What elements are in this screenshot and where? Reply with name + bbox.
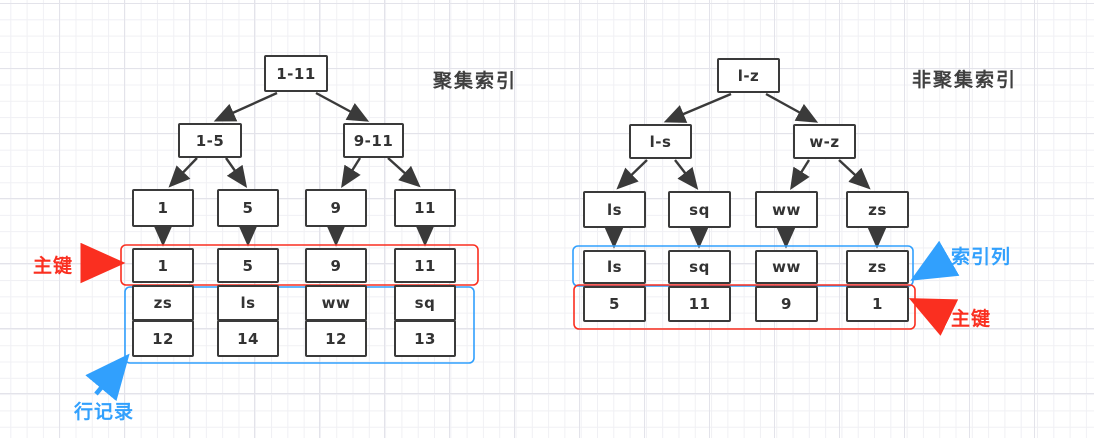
clustered-record-cell: 14 (217, 320, 279, 357)
nonclustered-root-node: l-z (717, 58, 780, 93)
nonclustered-record-cell: sq (668, 250, 731, 284)
clustered-record-cell: 12 (132, 320, 194, 357)
nonclustered-branch-node: w-z (793, 124, 856, 159)
clustered-root-node: 1-11 (264, 55, 328, 92)
nonclustered-primary-key-arrow (908, 298, 959, 336)
clustered-record-cell: 12 (305, 320, 367, 357)
nonclustered-record-cell: 1 (846, 286, 909, 322)
clustered-leaf-node: 11 (394, 189, 456, 227)
tree-edges (153, 91, 887, 249)
nonclustered-index-column-arrow (910, 240, 960, 281)
tree-edge-arrow (387, 157, 421, 188)
tree-edge-arrow (213, 91, 278, 122)
clustered-leaf-node: 9 (305, 189, 367, 227)
tree-edge-arrow (838, 159, 871, 190)
nonclustered-leaf-node: ww (755, 191, 818, 228)
tree-edge-arrow (315, 91, 370, 122)
clustered-record-cell: 13 (394, 320, 456, 357)
clustered-record-cell: ls (217, 285, 279, 321)
nonclustered-primary-key-label: 主键 (951, 308, 992, 330)
clustered-record-cell: ww (305, 285, 367, 321)
nonclustered-record-cell: 9 (755, 286, 818, 322)
clustered-record-cell: sq (394, 285, 456, 321)
clustered-leaf-node: 5 (217, 189, 279, 227)
nonclustered-leaf-node: ls (583, 191, 646, 228)
clustered-row-record-arrow (85, 353, 130, 402)
tree-edge-arrow (790, 159, 811, 191)
nonclustered-record-cell: ww (755, 250, 818, 284)
clustered-index-title: 聚集索引 (433, 70, 518, 92)
nonclustered-record-cell: 11 (668, 286, 731, 322)
tree-edge-arrow (341, 157, 362, 189)
clustered-record-cell: 11 (394, 248, 456, 283)
nonclustered-leaf-node: sq (668, 191, 731, 228)
nonclustered-branch-node: l-s (629, 124, 692, 159)
clustered-leaf-node: 1 (132, 189, 194, 227)
nonclustered-index-column-label: 索引列 (951, 246, 1012, 268)
clustered-record-cell: zs (132, 285, 194, 321)
tree-edge-arrow (674, 159, 699, 190)
nonclustered-record-cell: zs (846, 250, 909, 284)
tree-edge-arrow (168, 157, 198, 188)
tree-edge-arrow (616, 159, 648, 190)
clustered-branch-node: 9-11 (343, 123, 404, 158)
nonclustered-leaf-node: zs (846, 191, 909, 228)
clustered-primary-key-label: 主键 (33, 255, 74, 277)
nonclustered-record-cell: ls (583, 250, 646, 284)
clustered-row-record-label: 行记录 (74, 401, 135, 423)
annotation-shapes (80, 240, 960, 402)
clustered-branch-node: 1-5 (178, 123, 242, 158)
clustered-record-cell: 1 (132, 248, 194, 283)
clustered-row-record-box (124, 286, 475, 364)
clustered-record-cell: 9 (305, 248, 367, 283)
clustered-record-cell: 5 (217, 248, 279, 283)
tree-edge-arrow (225, 157, 248, 188)
tree-edge-arrow (765, 92, 819, 123)
nonclustered-record-cell: 5 (583, 286, 646, 322)
nonclustered-index-title: 非聚集索引 (912, 69, 1018, 91)
tree-edge-arrow (663, 92, 732, 123)
